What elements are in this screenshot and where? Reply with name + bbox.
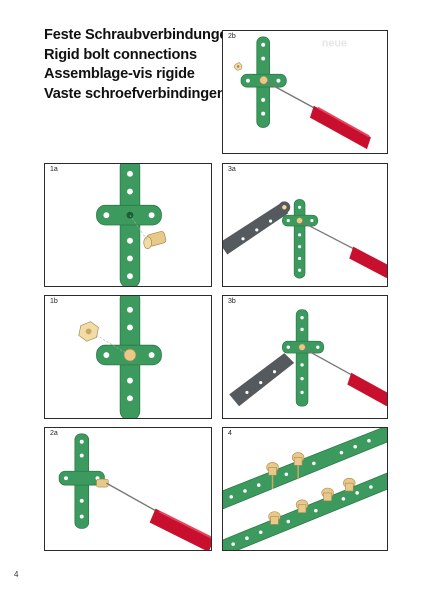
illustration-4 (223, 428, 387, 550)
panel-label: 2b (228, 33, 236, 40)
panel-2a: 2a (44, 427, 212, 551)
panel-label: 1b (50, 298, 58, 305)
page-number: 4 (14, 570, 19, 579)
panel-label: 1a (50, 166, 58, 173)
illustration-3a (223, 199, 387, 279)
panel-label: 3b (228, 298, 236, 305)
title-german: Feste Schraubverbindungen (44, 27, 237, 43)
title-dutch: Vaste schroefverbindingen (44, 85, 226, 102)
illustration-1b (78, 296, 162, 418)
title-french: Assemblage-vis rigide (44, 66, 195, 82)
illustration-2b: neue (233, 36, 371, 150)
panel-label: 2a (50, 430, 58, 437)
svg-text:neue: neue (322, 38, 347, 50)
panel-3a: 3a (222, 163, 388, 287)
title-block: Feste Schraubverbindungen Rigid bolt con… (44, 26, 236, 104)
illustration-2a (58, 433, 211, 550)
panel-4: 4 (222, 427, 388, 551)
panel-label: 3a (228, 166, 236, 173)
title-english: Rigid bolt connections (44, 46, 197, 63)
illustration-3b (229, 309, 387, 407)
panel-label: 4 (228, 430, 232, 437)
panel-2b: 2b neue (222, 30, 388, 154)
panel-1b: 1b (44, 295, 212, 419)
panel-3b: 3b (222, 295, 388, 419)
panel-1a: 1a (44, 163, 212, 287)
illustration-1a (96, 164, 167, 286)
